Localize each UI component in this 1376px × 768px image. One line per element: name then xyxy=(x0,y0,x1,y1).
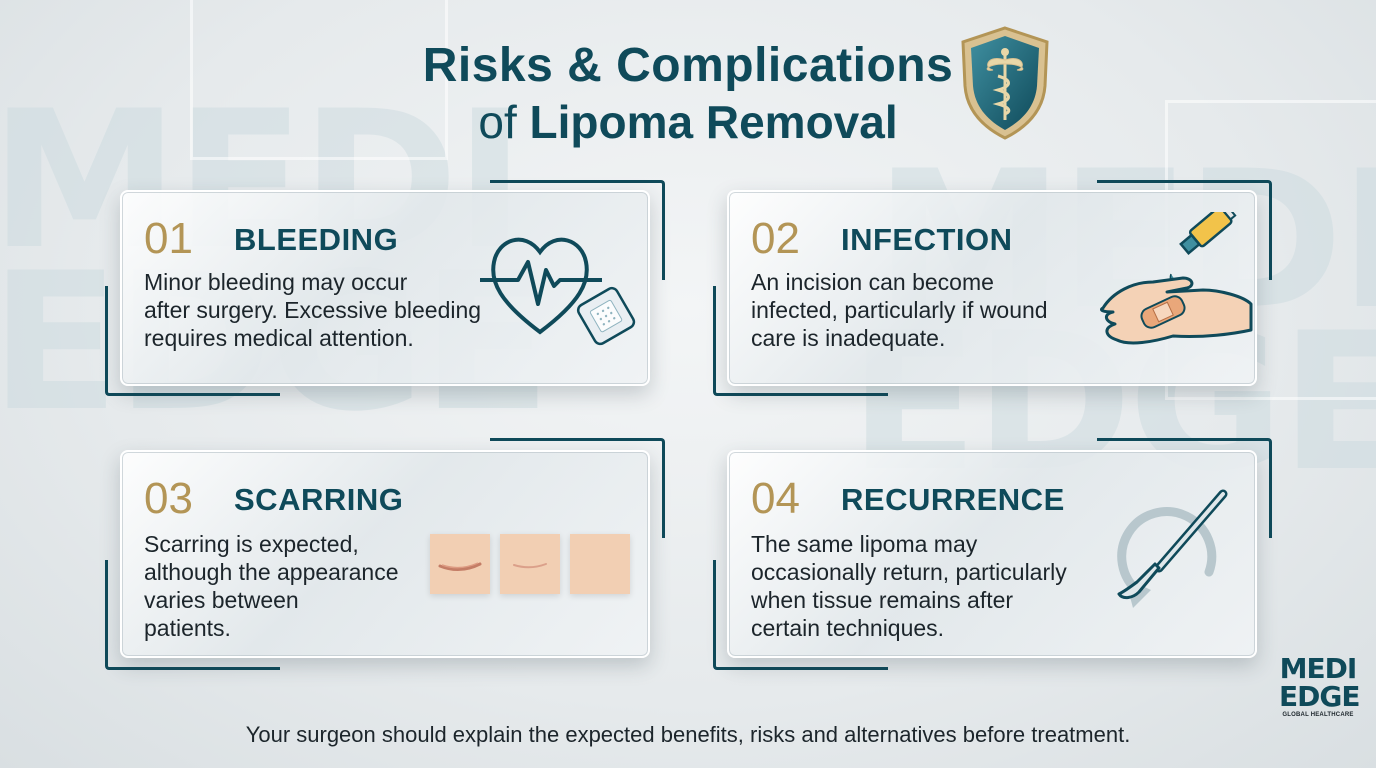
footer-disclaimer: Your surgeon should explain the expected… xyxy=(245,722,1131,747)
card-description: An incision can become infected, particu… xyxy=(751,269,1048,351)
fresh-scar-swatch xyxy=(430,534,490,594)
heartbeat-bandage-icon xyxy=(480,237,636,346)
card-accent xyxy=(105,286,280,396)
logo-line-2: EDGE xyxy=(1279,680,1360,713)
background-frame xyxy=(190,0,448,160)
card-accent xyxy=(1097,438,1272,538)
card-accent xyxy=(490,180,665,280)
card-accent xyxy=(105,560,280,670)
page-title: Risks & Complications of Lipoma Removal xyxy=(0,38,1376,149)
card-title: RECURRENCE xyxy=(841,482,1065,517)
medical-shield-icon xyxy=(961,26,1049,140)
card-accent xyxy=(490,438,665,538)
card-number: 03 xyxy=(144,474,193,523)
card-infection: 02 INFECTION An incision can become infe… xyxy=(727,190,1257,386)
logo-tagline: GLOBAL HEALTHCARE xyxy=(1282,712,1354,718)
card-title: INFECTION xyxy=(841,222,1013,257)
logo-line-1: MEDI xyxy=(1279,652,1358,685)
card-bleeding: 01 BLEEDING Minor bleeding may occur aft… xyxy=(120,190,650,386)
medi-edge-logo: MEDI EDGE GLOBAL HEALTHCARE xyxy=(1279,652,1360,719)
card-description: The same lipoma may occasionally return,… xyxy=(751,531,1067,641)
card-number: 01 xyxy=(144,214,193,263)
title-line-1: Risks & Complications xyxy=(422,39,954,92)
card-accent xyxy=(713,286,888,396)
healing-scar-swatch xyxy=(500,534,560,594)
card-accent xyxy=(713,560,888,670)
card-title: SCARRING xyxy=(234,482,404,517)
card-recurrence: 04 RECURRENCE The same lipoma may occasi… xyxy=(727,450,1257,658)
card-description: Scarring is expected, although the appea… xyxy=(144,531,399,641)
card-title: BLEEDING xyxy=(234,222,399,257)
hand-ointment-icon xyxy=(1099,212,1253,345)
card-number: 02 xyxy=(751,214,800,263)
card-scarring: 03 SCARRING Scarring is expected, althou… xyxy=(120,450,650,658)
faded-scar-swatch xyxy=(570,534,630,594)
scalpel-recurrence-icon xyxy=(1117,489,1228,608)
title-line-2: of Lipoma Removal xyxy=(0,95,1376,149)
title-main: Lipoma Removal xyxy=(529,96,898,148)
card-description: Minor bleeding may occur after surgery. … xyxy=(144,269,482,351)
title-prefix: of xyxy=(478,96,517,148)
card-number: 04 xyxy=(751,474,800,523)
card-accent xyxy=(1097,180,1272,280)
